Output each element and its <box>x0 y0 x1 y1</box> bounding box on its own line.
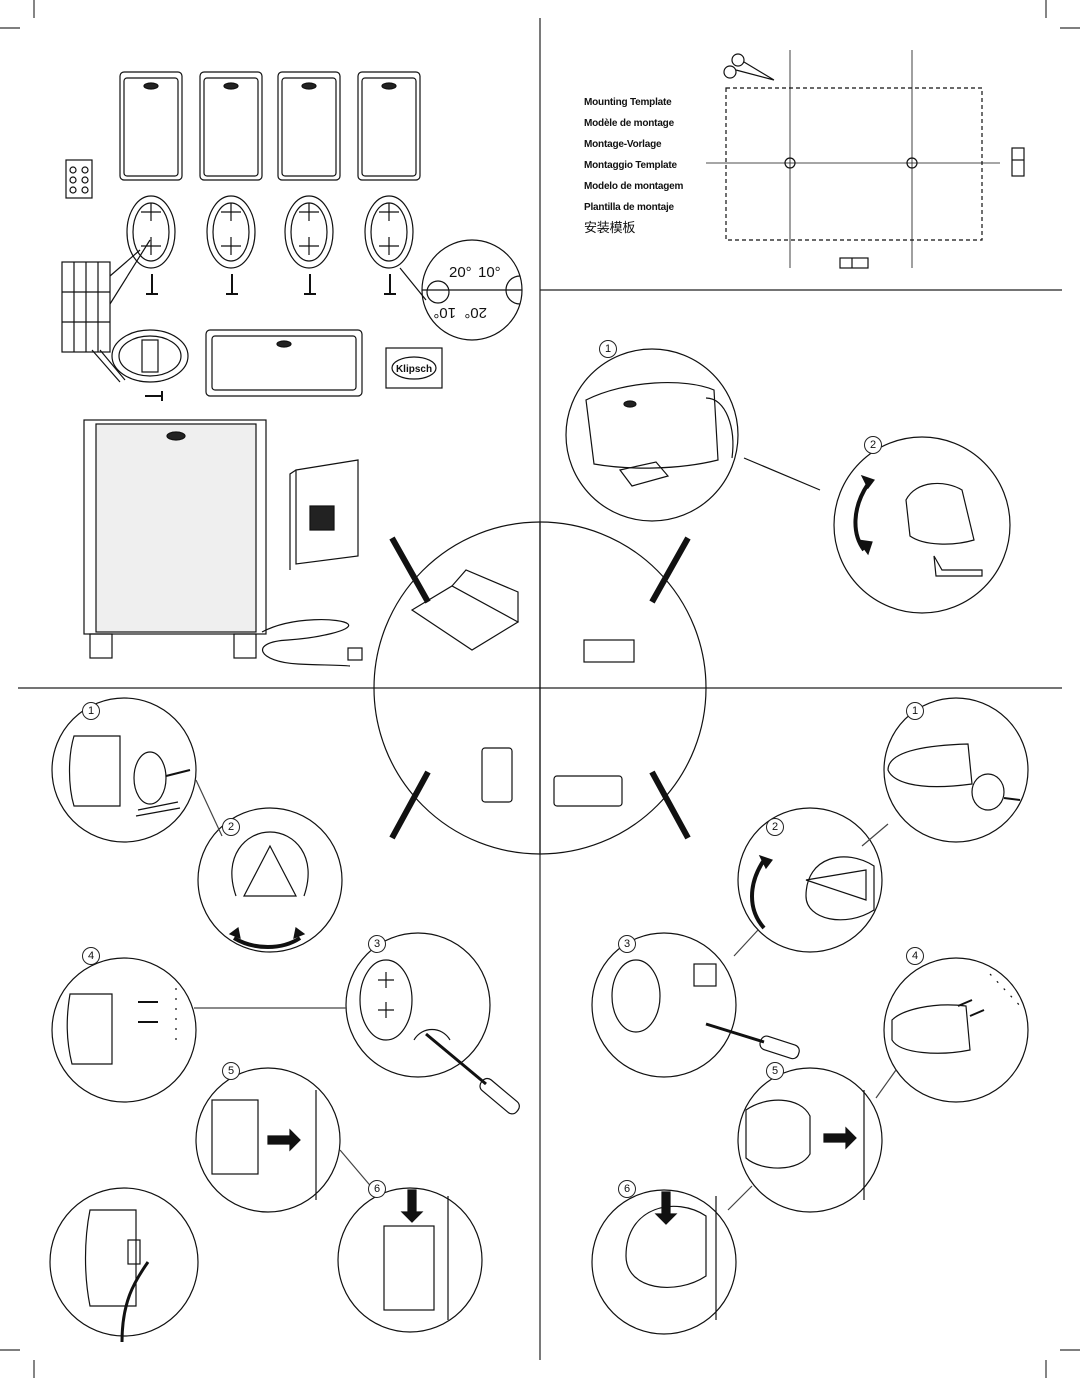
satellite-speaker <box>119 71 183 181</box>
ctr-step4-circle <box>883 957 1029 1103</box>
center-speaker <box>205 329 363 397</box>
ctr-step3-circle <box>591 932 800 1078</box>
subwoofer <box>83 419 267 659</box>
ctr-step6-circle <box>591 1189 737 1335</box>
step-number: 4 <box>82 947 100 965</box>
step-number: 4 <box>906 947 924 965</box>
bubble-level-icon <box>839 147 1025 269</box>
satellite-speakers <box>119 71 421 181</box>
template-label-pt: Modelo de montagem <box>584 181 684 192</box>
room-placement-circle <box>373 521 707 855</box>
wall-bracket <box>126 195 176 269</box>
sat-step1-circle <box>51 697 197 843</box>
rubber-feet-sheet <box>65 159 93 199</box>
wall-brackets <box>126 195 414 269</box>
template-label-fr: Modèle de montage <box>584 118 674 129</box>
wall-bracket <box>284 195 334 269</box>
step-number: 3 <box>618 935 636 953</box>
owners-manual <box>289 459 359 570</box>
sat-keyhole-circle <box>49 1187 199 1343</box>
sat-step6-circle <box>337 1187 483 1333</box>
adhesive-pads-sheet <box>61 239 151 353</box>
step-number: 3 <box>368 935 386 953</box>
sat-step5-circle <box>195 1067 341 1213</box>
step-number: 6 <box>618 1180 636 1198</box>
sat-step3-circle <box>345 932 520 1115</box>
step-number: 2 <box>864 436 882 454</box>
center-bracket <box>91 329 189 383</box>
mounting-screws <box>145 274 396 401</box>
step-number: 2 <box>766 818 784 836</box>
wall-bracket <box>364 195 414 269</box>
mounting-template-diagram <box>706 50 1000 268</box>
ctr-tabletop-step1-circle <box>565 348 739 522</box>
satellite-speaker <box>199 71 263 181</box>
ctr-step2-circle <box>737 807 883 953</box>
satellite-speaker <box>357 71 421 181</box>
template-label-it: Montaggio Template <box>584 160 677 171</box>
step-number: 1 <box>906 702 924 720</box>
template-label-zh: 安装模板 <box>584 221 636 236</box>
svg-text:Klipsch: Klipsch <box>396 364 432 375</box>
level-dial-bottom-right: 10° <box>433 304 456 321</box>
ctr-step1-circle <box>883 697 1029 843</box>
satellite-speaker <box>277 71 341 181</box>
power-cord <box>261 619 363 667</box>
level-dial-bottom-left: 20° <box>464 304 487 321</box>
sat-connector-lines <box>194 779 375 1191</box>
step-number: 2 <box>222 818 240 836</box>
step-number: 5 <box>766 1062 784 1080</box>
ctr-tabletop-step2-circle <box>743 436 1011 614</box>
template-label-de: Montage-Vorlage <box>584 139 662 150</box>
ctr-connector-lines <box>727 823 897 1211</box>
level-dial-callout <box>399 239 523 341</box>
step-number: 5 <box>222 1062 240 1080</box>
scissors-icon <box>723 53 775 81</box>
ctr-step5-circle <box>737 1067 883 1213</box>
step-number: 6 <box>368 1180 386 1198</box>
sat-step4-circle <box>51 957 197 1103</box>
sat-step2-circle <box>197 807 343 953</box>
wall-bracket <box>206 195 256 269</box>
step-number: 1 <box>599 340 617 358</box>
level-dial-top-right: 10° <box>478 264 501 281</box>
template-label-es: Plantilla de montaje <box>584 202 674 213</box>
mounting-template-labels: Mounting Template Modèle de montage Mont… <box>584 92 714 239</box>
step-number: 1 <box>82 702 100 720</box>
logo-badge-card: Klipsch <box>385 347 443 389</box>
level-dial-top-left: 20° <box>449 264 472 281</box>
template-label-en: Mounting Template <box>584 97 672 108</box>
